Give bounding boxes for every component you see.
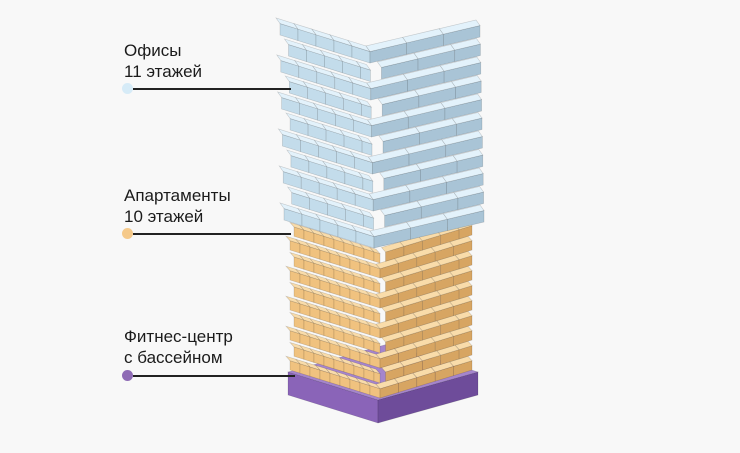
fitness-subtitle: с бассейном — [124, 348, 223, 367]
apartments-leader-line — [133, 233, 291, 235]
fitness-marker-dot — [122, 370, 133, 381]
offices-title: Офисы — [124, 41, 182, 60]
offices-leader-line — [133, 88, 291, 90]
fitness-leader-line — [133, 375, 295, 377]
apartment-floor-10-left-block-top — [369, 246, 381, 255]
label-apartments: Апартаменты 10 этажей — [124, 185, 231, 227]
office-floor-2-left-block-top — [358, 208, 375, 219]
office-floor-9-right-block-top — [439, 56, 482, 72]
apartments-marker-dot — [122, 228, 133, 239]
office-floor-4-left-block-top — [358, 171, 374, 182]
office-floor-8-left-block-top — [356, 97, 372, 108]
offices-marker-dot — [122, 83, 133, 94]
office-floor-3-right-block-top — [442, 167, 484, 183]
fitness-title: Фитнес-центр — [124, 327, 233, 346]
apartments-title: Апартаменты — [124, 186, 231, 205]
office-floor-2-right-block-top — [453, 186, 485, 199]
label-fitness: Фитнес-центр с бассейном — [124, 326, 233, 368]
office-floor-4-right-block-top — [452, 149, 484, 162]
office-floor-11-right-block-top — [438, 19, 481, 35]
office-floor-6-left-block-top — [357, 134, 373, 145]
apartment-floor-2-left-block-top — [369, 366, 381, 375]
apartment-floor-6-left-block-top — [369, 306, 381, 315]
office-floor-10-right-block-top — [450, 38, 481, 51]
office-floor-7-right-block-top — [440, 93, 483, 109]
office-floor-8-right-block-top — [451, 75, 482, 88]
label-offices: Офисы 11 этажей — [124, 40, 202, 82]
apartment-floor-8-left-block-top — [369, 276, 381, 285]
office-floor-10-left-block-top — [355, 60, 372, 71]
office-floor-6-right-block-top — [451, 112, 483, 125]
apartments-floors: 10 этажей — [124, 207, 204, 226]
apartment-floor-4-left-block-top — [369, 336, 381, 345]
office-floor-5-right-block-top — [441, 130, 483, 146]
office-floor-1-right-block-top — [442, 204, 485, 220]
offices-floors: 11 этажей — [124, 62, 203, 81]
